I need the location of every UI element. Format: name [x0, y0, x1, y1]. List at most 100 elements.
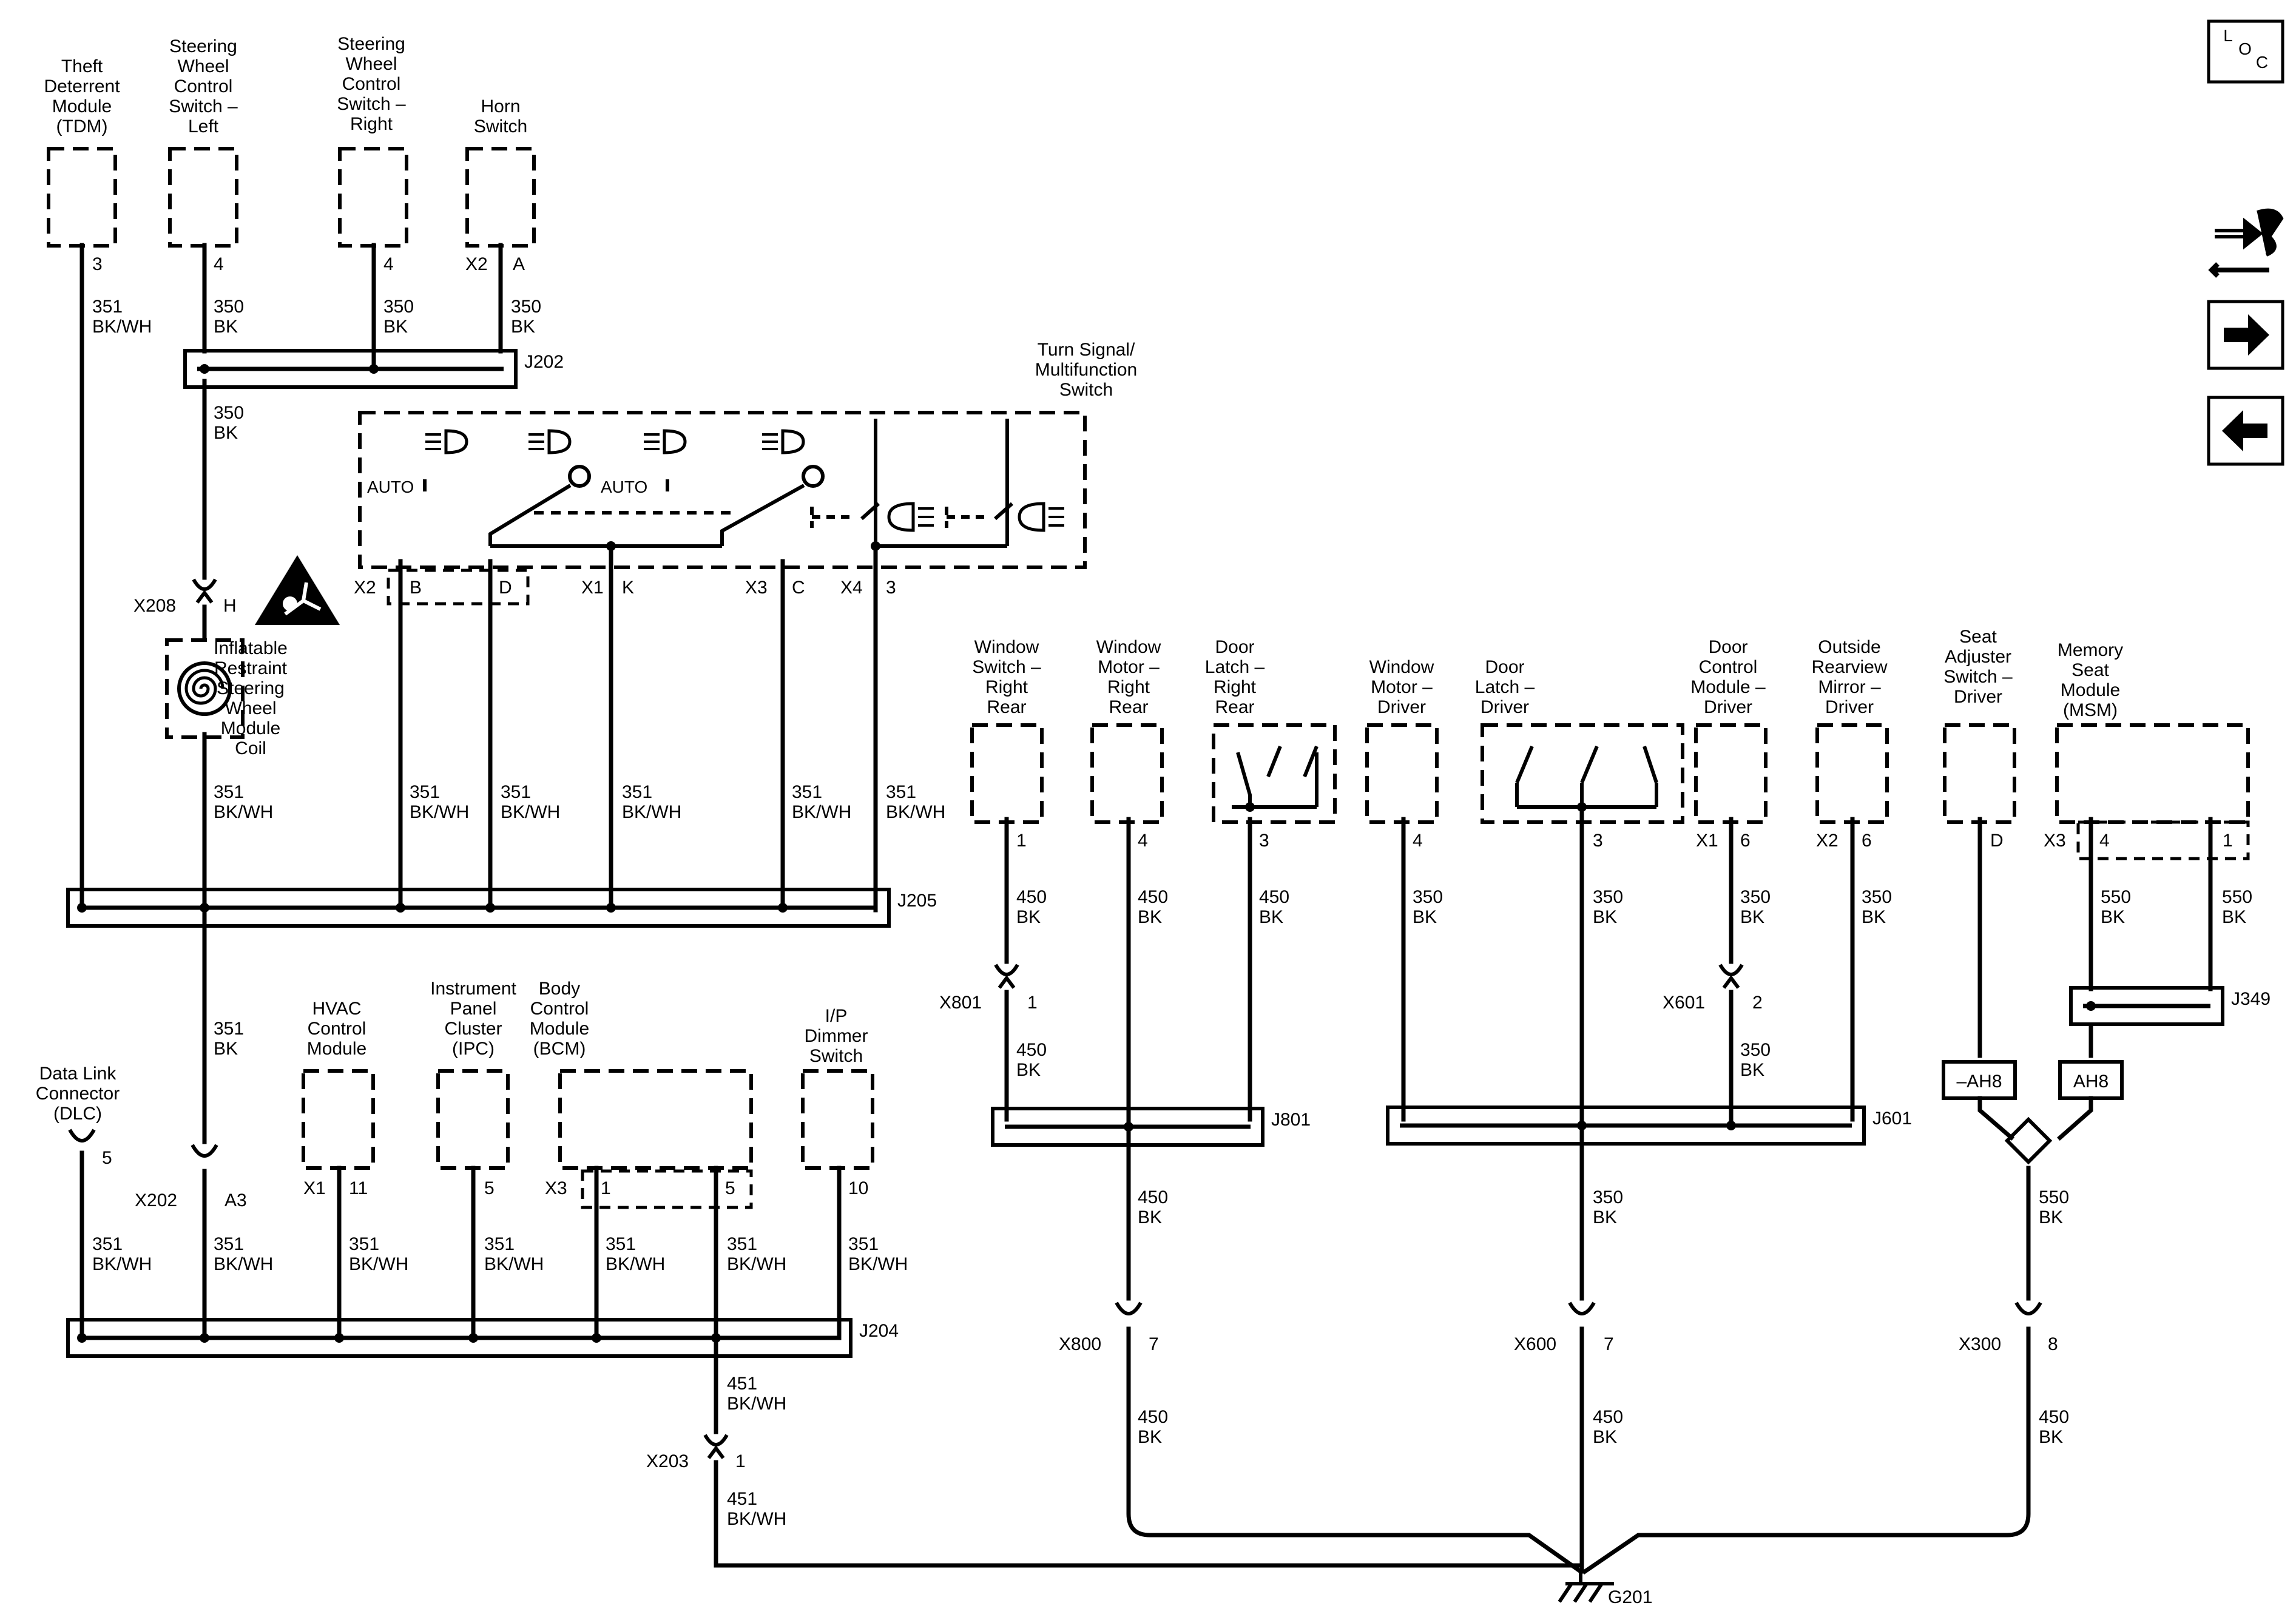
splice-j349 — [2069, 986, 2224, 1026]
dlc-label-line: (DLC) — [53, 1104, 102, 1124]
coil-spiral-icon — [177, 661, 232, 716]
splice-j349-label: J349 — [2231, 989, 2271, 1009]
mirror-drv-box — [1815, 723, 1889, 824]
horn-pin-connector: X2 — [465, 254, 488, 274]
seat-out-wire-circuit: 550 — [2039, 1187, 2069, 1207]
connector-x300-pin: 8 — [2048, 1334, 2058, 1354]
ipc-wire-color: BK/WH — [484, 1254, 544, 1274]
connector-x800-label: X800 — [1059, 1334, 1101, 1354]
swc-left-label-line: Wheel — [177, 56, 229, 76]
door-latch-rr-label-line: Latch – — [1205, 657, 1265, 677]
connector-x601-arrow — [1722, 975, 1740, 989]
win-mot-drv-wire-color: BK — [1413, 907, 1437, 927]
airbag-warning-triangle — [255, 555, 340, 625]
ts-pin-b: B — [410, 578, 422, 598]
splice-j601-label: J601 — [1872, 1109, 1912, 1129]
dcm-drv-wire-circuit: 350 — [1740, 887, 1771, 907]
x300-wire-color: BK — [2039, 1427, 2063, 1447]
connector-x208-label: X208 — [133, 596, 176, 616]
wire-seatadj-550 — [1977, 817, 2014, 1141]
door-latch-rr-blades — [1266, 745, 1319, 778]
ts-d-wire-color: BK/WH — [501, 802, 560, 822]
arrow-right-icon[interactable] — [2207, 300, 2284, 370]
j205-out-wire-color: BK — [214, 1039, 238, 1059]
connector-x601-label: X601 — [1663, 993, 1705, 1013]
dcm-drv-label-line: Control — [1699, 657, 1758, 677]
msm1-wire-color: BK — [2222, 907, 2246, 927]
dimmer-wire-color: BK/WH — [848, 1254, 908, 1274]
hvac-pin: 11 — [349, 1178, 368, 1198]
win-sw-rr-wire-circuit: 450 — [1016, 887, 1047, 907]
splice-j349-node — [2086, 1001, 2096, 1011]
j202-out-wire-color: BK — [214, 423, 238, 443]
x600-wire-color: BK — [1593, 1427, 1617, 1447]
door-latch-rr-pin: 3 — [1259, 831, 1269, 851]
tdm-label-line: Theft — [61, 56, 103, 76]
switch-arm-right — [720, 484, 805, 546]
splice-j202-label: J202 — [524, 352, 564, 372]
splice-j601 — [1386, 1106, 1866, 1146]
msm-label-line: Memory — [2058, 640, 2123, 660]
splice-j205-label: J205 — [897, 891, 937, 911]
door-latch-drv-node — [1577, 802, 1587, 812]
switch-position-auto-right: AUTO — [601, 478, 647, 496]
tdm-pin: 3 — [92, 254, 103, 274]
fog-switch-feeds — [874, 419, 1009, 546]
connector-tools-icon[interactable] — [2208, 208, 2284, 278]
turn-signal-pin-group-x2 — [387, 569, 530, 606]
swc-right-wire-color: BK — [383, 317, 408, 337]
tdm-label-line: Deterrent — [44, 76, 120, 96]
swc-left-box — [168, 147, 238, 248]
ts-pin-k: K — [622, 578, 634, 598]
ip-dimmer-label-line: Switch — [809, 1046, 863, 1066]
swc-left-label-line: Steering — [169, 36, 237, 56]
door-latch-rr-wire-color: BK — [1259, 907, 1283, 927]
horn-wire-circuit: 350 — [511, 297, 541, 317]
ipc-pin: 5 — [484, 1178, 495, 1198]
splice-diamond-icon — [2004, 1116, 2053, 1165]
ts-c-wire-color: BK/WH — [792, 802, 851, 822]
coil-out-wire-color: BK/WH — [214, 802, 273, 822]
swc-right-pin: 4 — [383, 254, 394, 274]
ip-dimmer-pin: 10 — [848, 1178, 868, 1198]
rear-fog-lamp-icon-shape — [1018, 502, 1045, 532]
swc-left-wire-color: BK — [214, 317, 238, 337]
ts-c-wire-circuit: 351 — [792, 782, 822, 802]
connector-x202 — [191, 1144, 218, 1158]
connector-x801-label: X801 — [939, 993, 982, 1013]
bcm1-wire-circuit: 351 — [606, 1234, 636, 1254]
location-view-icon[interactable]: LOC — [2207, 19, 2284, 84]
j601-out-wire-circuit: 350 — [1593, 1187, 1623, 1207]
seat-adj-pin: D — [1990, 831, 2004, 851]
low-beam-icon-shape — [444, 429, 468, 454]
arrow-left-icon[interactable] — [2207, 396, 2284, 466]
door-latch-rr-node — [1245, 802, 1255, 812]
j801-out-wire-color: BK — [1138, 1207, 1162, 1227]
turn-signal-label-line: Turn Signal/ — [1038, 340, 1135, 360]
mirror-drv-pin: 6 — [1862, 831, 1872, 851]
j204-out-wire-color: BK/WH — [727, 1394, 786, 1414]
splice-j204-node-1 — [200, 1333, 209, 1343]
switch-node-k — [606, 541, 616, 551]
coil-label-line: Coil — [235, 738, 266, 758]
ip-dimmer-label-line: Dimmer — [805, 1026, 868, 1046]
ipc-label-line: Cluster — [444, 1019, 502, 1039]
dcm-drv-label-line: Door — [1708, 637, 1747, 657]
turn-signal-label-line: Multifunction — [1035, 360, 1137, 380]
parking-lamp-icon-shape — [781, 429, 805, 454]
seat-adj-label-line: Adjuster — [1945, 647, 2011, 667]
low-beam-icon — [425, 429, 468, 454]
splice-j202 — [183, 349, 518, 389]
seat-adj-box — [1943, 723, 2016, 824]
coil-label-line: Wheel — [225, 698, 276, 718]
tdm-label-line: Module — [52, 96, 112, 116]
mirror-drv-wire-circuit: 350 — [1862, 887, 1892, 907]
msm-label-line: (MSM) — [2063, 700, 2118, 720]
door-latch-drv-wire-circuit: 350 — [1593, 887, 1623, 907]
connector-x801-arrow — [998, 975, 1016, 989]
splice-j205-node-4 — [606, 903, 616, 913]
ground-g201-label: G201 — [1608, 1587, 1652, 1607]
ts-3-wire-circuit: 351 — [886, 782, 916, 802]
horn-pin: A — [513, 254, 525, 274]
connector-x208-arrow — [195, 590, 214, 604]
